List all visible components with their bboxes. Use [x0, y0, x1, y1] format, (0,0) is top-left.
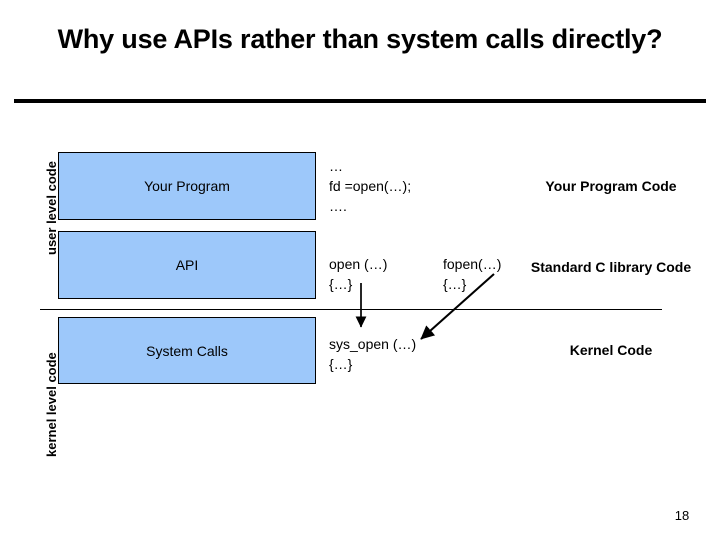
code-snippet-sys-open: sys_open (…) {…} [329, 336, 417, 372]
user-level-code-label: user level code [44, 161, 59, 255]
code-snippet-your-program: … fd =open(…); …. [329, 158, 412, 214]
code-snippet-open: open (…) {…} [329, 256, 388, 292]
code-snippet-fopen: fopen(…) {…} [443, 256, 502, 292]
page-title: Why use APIs rather than system calls di… [57, 24, 663, 54]
kernel-level-code-label: kernel level code [44, 352, 59, 457]
kernel-boundary-divider [40, 309, 662, 310]
box-system-calls: System Calls [58, 317, 316, 384]
note-your-program-code: Your Program Code [545, 178, 677, 194]
box-api: API [58, 231, 316, 299]
title-divider-rule [14, 99, 706, 103]
note-kernel-code: Kernel Code [569, 342, 653, 358]
page-number: 18 [674, 508, 690, 523]
note-standard-c-library-code: Standard C library Code [530, 259, 692, 275]
box-your-program: Your Program [58, 152, 316, 220]
